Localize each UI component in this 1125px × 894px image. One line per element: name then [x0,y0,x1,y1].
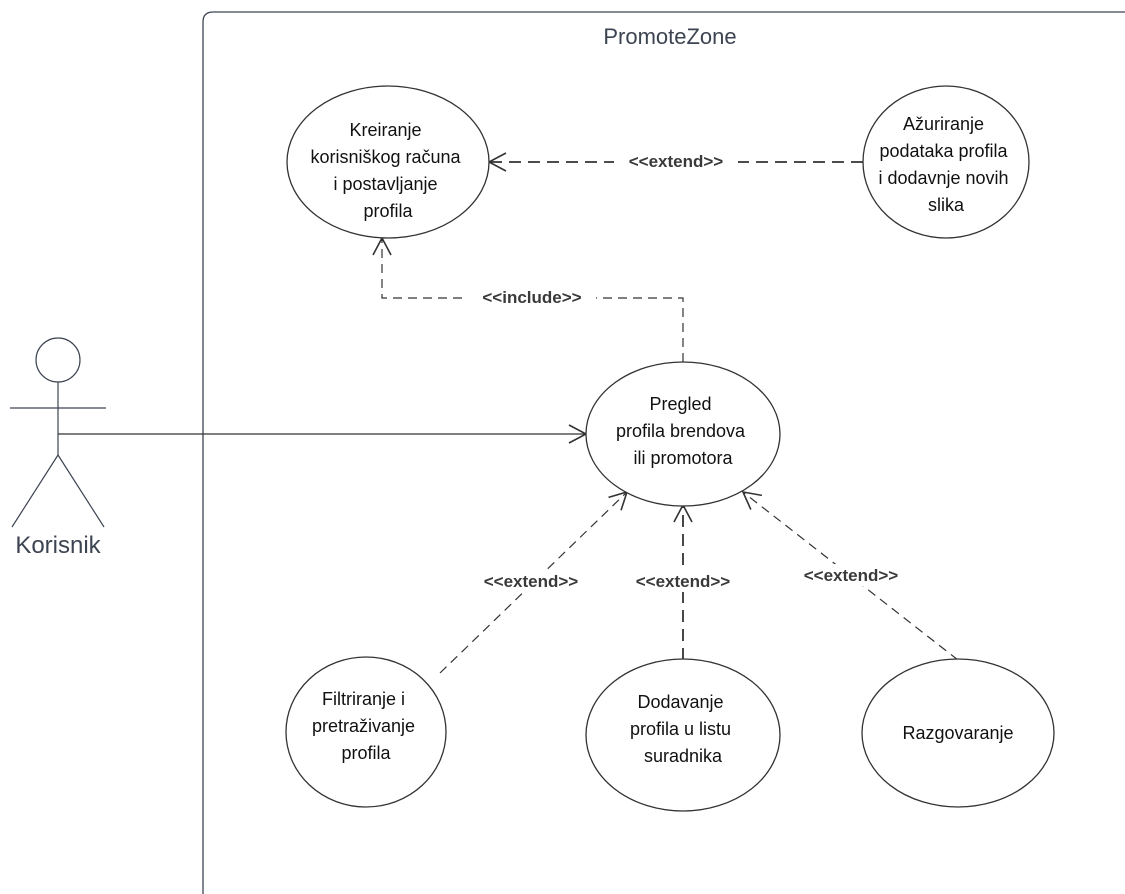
use-case-filter-search[interactable]: Filtriranje i pretraživanje profila [285,656,447,808]
actor-korisnik[interactable] [10,337,106,528]
system-title: PromoteZone [603,24,736,49]
extend-label-bg-chat [790,564,912,586]
svg-text:Pregled profila brendova: Pregled profila brendova ili promotora [616,394,750,468]
use-case-update-profile[interactable]: Ažuriranje podataka profila i dodavnje n… [862,85,1030,239]
actor-left-leg [11,454,59,528]
actor-label: Korisnik [15,532,101,559]
include-label: <<include>> [482,288,581,307]
actor-right-leg [57,454,105,528]
extend-label-add: <<extend>> [636,572,731,591]
extend-label-update: <<extend>> [629,152,724,171]
extend-label-chat: <<extend>> [804,566,899,585]
svg-text:Filtriranje i pretraživa: Filtriranje i pretraživanje profila [312,689,420,763]
include-label-bg [468,286,596,308]
svg-text:Razgovaranje: Razgovaranje [902,723,1013,743]
system-boundary [202,11,1125,894]
svg-text:Ažuriranje podataka prof: Ažuriranje podataka profila i dodavnje n… [878,114,1013,215]
use-case-create-account[interactable]: Kreiranje korisniškog računa i postavlja… [286,85,490,239]
use-case-chat[interactable]: Razgovaranje [861,658,1055,808]
svg-text:Kreiranje korisniškog ra: Kreiranje korisniškog računa i postavlja… [310,120,465,221]
extend-label-filter: <<extend>> [484,572,579,591]
extend-label-bg-add [622,570,744,592]
use-case-browse-profiles[interactable]: Pregled profila brendova ili promotora [585,361,781,507]
extend-label-bg-filter [472,570,590,592]
actor-head [35,337,81,383]
svg-text:Dodavanje profila u list: Dodavanje profila u listu suradnika [630,692,736,766]
extend-label-bg-update [614,150,738,172]
use-case-add-to-list[interactable]: Dodavanje profila u listu suradnika [585,658,781,812]
extend-arrow-filter [439,490,629,674]
